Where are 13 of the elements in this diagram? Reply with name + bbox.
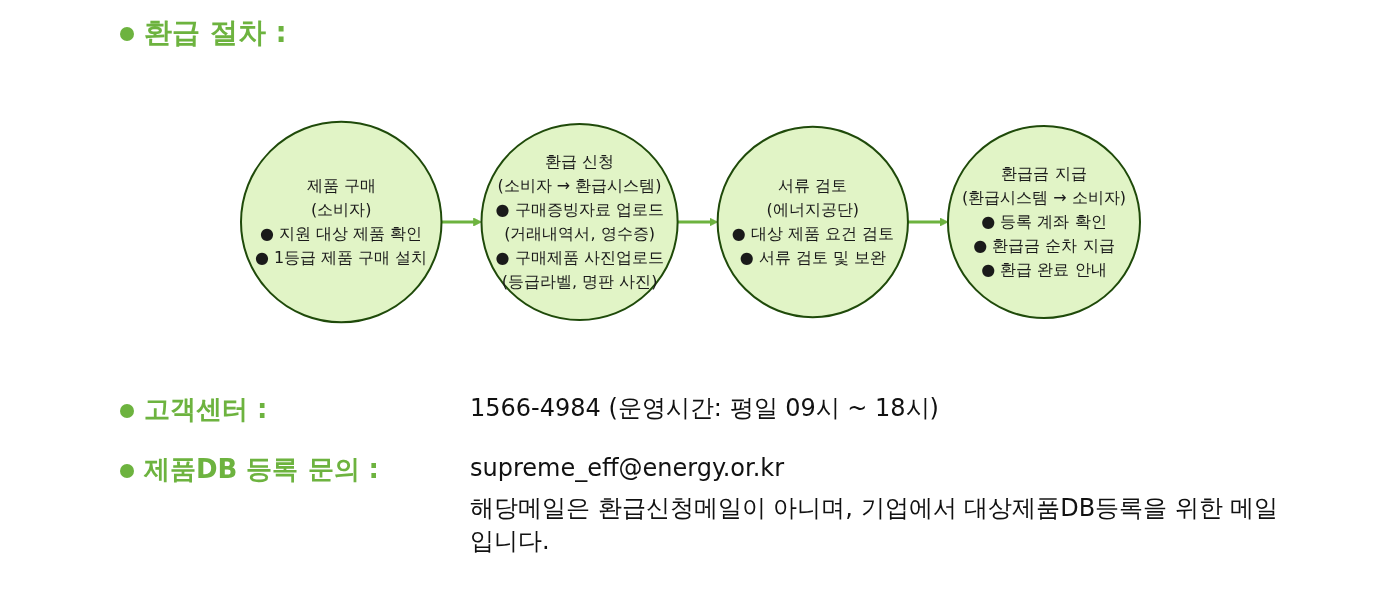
arrow bbox=[441, 217, 482, 227]
section-heading: 환급 절차 : bbox=[144, 16, 287, 49]
info-value: 1566-4984 (운영시간: 평일 09시 ~ 18시) bbox=[470, 393, 940, 424]
node-circle: 서류 검토 (에너지공단) ● 대상 제품 요건 검토 ● 서류 검토 및 보완 bbox=[716, 125, 909, 319]
node-circle: 제품 구매 (소비자) ● 지원 대상 제품 확인 ● 1등급 제품 구매 설치 bbox=[239, 120, 442, 324]
arrow bbox=[907, 217, 948, 227]
info-label: 고객센터 : bbox=[144, 394, 268, 424]
node-circle: 환급 신청 (소비자 → 환급시스템) ● 구매증빙자료 업로드 (거래내역서, 영수증) ● 구매제품 사진업로드 (등급라벨, 명판 사진) bbox=[480, 122, 679, 322]
node-circle: 환급금 지급 (환급시스템 → 소비자) ● 등록 계좌 확인 ● 환급금 순차 지급 ● 환급 완료 안내 bbox=[946, 124, 1141, 320]
arrow bbox=[677, 217, 718, 227]
note-text: 해당메일은 환급신청메일이 아니며, 기업에서 대상제품DB등록을 위한 메일입니다. bbox=[470, 492, 1280, 558]
info-label: 제품DB 등록 문의 : bbox=[144, 454, 379, 484]
info-value: supreme_eff@energy.or.kr bbox=[470, 453, 786, 484]
